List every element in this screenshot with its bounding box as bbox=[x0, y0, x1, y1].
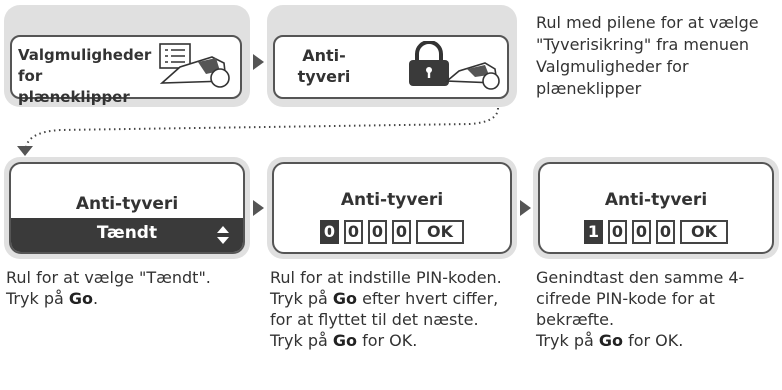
step1-label: Valgmuligheder for plæneklipper bbox=[18, 46, 152, 106]
step2-label: Anti-tyveri bbox=[297, 46, 351, 86]
step5-caption-tryk: Tryk på bbox=[536, 331, 599, 350]
step4-caption-go2: Go bbox=[332, 331, 357, 350]
step4-ok: OK bbox=[416, 220, 464, 244]
step1-lcd: Valgmuligheder for plæneklipper bbox=[10, 35, 242, 106]
step3-caption-tryk: Tryk på bbox=[6, 289, 69, 308]
intro-text: Rul med pilene for at vælge "Tyverisikri… bbox=[536, 13, 759, 98]
step5-caption-go: Go bbox=[598, 331, 623, 350]
step5-lcd: Anti-tyveri 1 0 0 0 OK bbox=[538, 162, 774, 254]
step4-caption-go1: Go bbox=[332, 289, 357, 308]
step4-caption: Rul for at indstille PIN-koden. Tryk på … bbox=[270, 267, 520, 351]
mower-menu-icon bbox=[159, 43, 230, 88]
step3-caption-line1: Rul for at vælge "Tændt". bbox=[6, 268, 211, 287]
step5-digit-2: 0 bbox=[608, 220, 627, 244]
mower-lock-icon bbox=[409, 41, 500, 90]
step3-lcd: Anti-tyveri Tændt bbox=[9, 162, 245, 254]
step3-screen: Anti-tyveri Tændt bbox=[4, 157, 250, 259]
step4-screen: Anti-tyveri 0 0 0 0 OK bbox=[267, 157, 517, 259]
step3-value: Tændt bbox=[96, 223, 158, 243]
step1-screen: Valgmuligheder for plæneklipper bbox=[4, 5, 250, 107]
step4-digit-4: 0 bbox=[392, 220, 411, 244]
step5-digit-1: 1 bbox=[584, 220, 603, 244]
arrow-4-5 bbox=[520, 200, 531, 216]
step3-caption-go: Go bbox=[68, 289, 93, 308]
step4-title: Anti-tyveri bbox=[340, 190, 444, 210]
up-down-arrows-icon bbox=[217, 226, 229, 244]
dotted-connector bbox=[17, 107, 499, 156]
step4-caption-tryk: Tryk på bbox=[270, 331, 333, 350]
step5-caption-text1: Genindtast den samme 4-cifrede PIN-kode … bbox=[536, 268, 745, 329]
step5-pin-digits: 1 0 0 0 OK bbox=[540, 220, 772, 244]
step4-caption-text1: Rul for at indstille PIN-koden. Tryk på bbox=[270, 268, 502, 308]
step4-caption-text2: efter hvert ciffer, for at flyttet til d… bbox=[270, 289, 499, 329]
arrow-1-2 bbox=[253, 54, 264, 70]
step4-pin-digits: 0 0 0 0 OK bbox=[274, 220, 510, 244]
step2-screen: Anti-tyveri bbox=[267, 5, 517, 107]
step5-digit-4: 0 bbox=[656, 220, 675, 244]
step5-caption-end: for OK. bbox=[623, 331, 684, 350]
step4-digit-2: 0 bbox=[344, 220, 363, 244]
step4-caption-end: for OK. bbox=[357, 331, 418, 350]
step3-caption-end: . bbox=[93, 289, 99, 308]
step5-digit-3: 0 bbox=[632, 220, 651, 244]
step3-value-bar: Tændt bbox=[11, 218, 243, 252]
step5-ok: OK bbox=[680, 220, 728, 244]
step2-lcd: Anti-tyveri bbox=[273, 35, 509, 99]
step4-digit-3: 0 bbox=[368, 220, 387, 244]
step3-caption: Rul for at vælge "Tændt". Tryk på Go. bbox=[6, 267, 256, 309]
arrow-3-4 bbox=[253, 200, 264, 216]
step3-title: Anti-tyveri bbox=[75, 194, 179, 214]
step5-screen: Anti-tyveri 1 0 0 0 OK bbox=[533, 157, 779, 259]
step5-caption: Genindtast den samme 4-cifrede PIN-kode … bbox=[536, 267, 776, 351]
step4-digit-1: 0 bbox=[320, 220, 339, 244]
step4-lcd: Anti-tyveri 0 0 0 0 OK bbox=[272, 162, 512, 254]
step5-title: Anti-tyveri bbox=[604, 190, 708, 210]
